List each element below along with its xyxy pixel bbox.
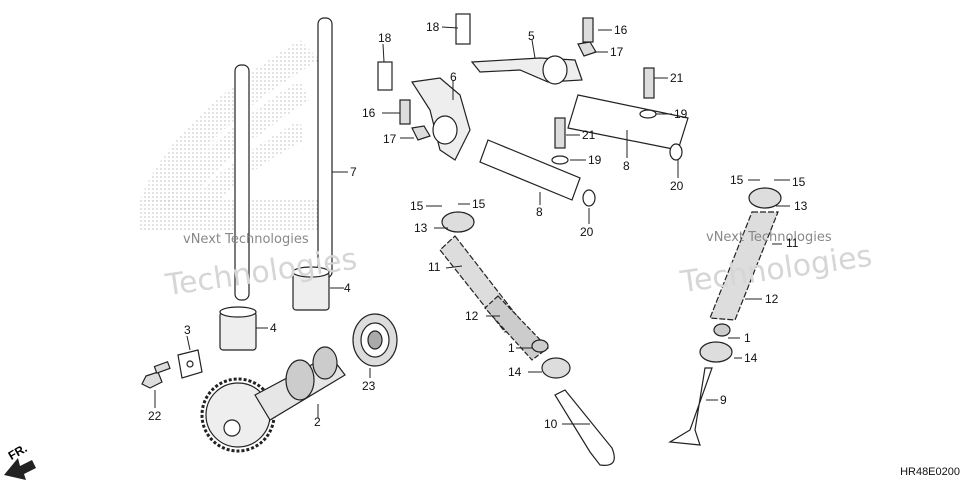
callout-label: 9 <box>720 393 727 407</box>
callout-label: 1 <box>744 331 751 345</box>
callout-label: 17 <box>610 45 624 59</box>
callout-label: 14 <box>508 365 522 379</box>
diagram-code: HR48E0200 <box>900 466 960 478</box>
plate <box>177 349 203 379</box>
callout-label: 13 <box>414 221 428 235</box>
push-rod-right <box>317 17 333 279</box>
callout-label: 16 <box>362 106 376 120</box>
callout-label: 8 <box>536 205 543 219</box>
lifter-upper <box>292 266 330 311</box>
callout-label: 6 <box>450 70 457 84</box>
bearing <box>352 313 398 367</box>
callout-label: 15 <box>730 173 744 187</box>
callout-label: 15 <box>792 175 806 189</box>
callout-label: 12 <box>765 292 779 306</box>
callout-label: 15 <box>472 197 486 211</box>
callout-label: 12 <box>465 309 479 323</box>
watermark-text-left: vNext Technologies <box>183 232 309 247</box>
front-direction-arrow <box>4 458 36 480</box>
callout-label: 21 <box>582 128 596 142</box>
callout-label: 18 <box>378 31 392 45</box>
callout-label: 20 <box>670 179 684 193</box>
lifter-lower <box>219 306 257 351</box>
callout-label: 3 <box>184 323 191 337</box>
callout-label: 2 <box>314 415 321 429</box>
valve-assembly-left <box>439 211 615 466</box>
watermark-text-right: vNext Technologies <box>706 230 832 245</box>
washers-and-orings <box>551 109 683 207</box>
camshaft <box>200 346 346 453</box>
callout-label: 21 <box>670 71 684 85</box>
callout-label: 19 <box>674 107 688 121</box>
callout-label: 13 <box>794 199 808 213</box>
rocker-arm-upper <box>470 55 583 85</box>
rocker-arm-lower <box>410 77 471 161</box>
callout-label: 19 <box>588 153 602 167</box>
callout-label: 1 <box>508 341 515 355</box>
callout-label: 18 <box>426 20 440 34</box>
callout-label: 10 <box>544 417 558 431</box>
callout-label: 11 <box>428 260 441 274</box>
leader-lines <box>154 26 790 425</box>
callout-label: 22 <box>148 409 162 423</box>
callout-label: 15 <box>410 199 424 213</box>
callout-label: 4 <box>344 281 351 295</box>
callout-label: 5 <box>528 29 535 43</box>
bolt <box>141 361 171 389</box>
push-rod-left <box>234 64 250 301</box>
callout-label: 8 <box>623 159 630 173</box>
callout-label: 20 <box>580 225 594 239</box>
valve-assembly-right <box>668 187 782 446</box>
callout-label: 17 <box>383 132 397 146</box>
callout-label: 11 <box>786 236 799 250</box>
guide-plates <box>377 13 471 91</box>
rocker-shaft-lower <box>479 139 581 201</box>
callout-label: 23 <box>362 379 376 393</box>
callout-label: 7 <box>350 165 357 179</box>
shaft-bolts <box>554 67 655 149</box>
callout-label: 4 <box>270 321 277 335</box>
callout-label: 14 <box>744 351 758 365</box>
callout-label: 16 <box>614 23 628 37</box>
